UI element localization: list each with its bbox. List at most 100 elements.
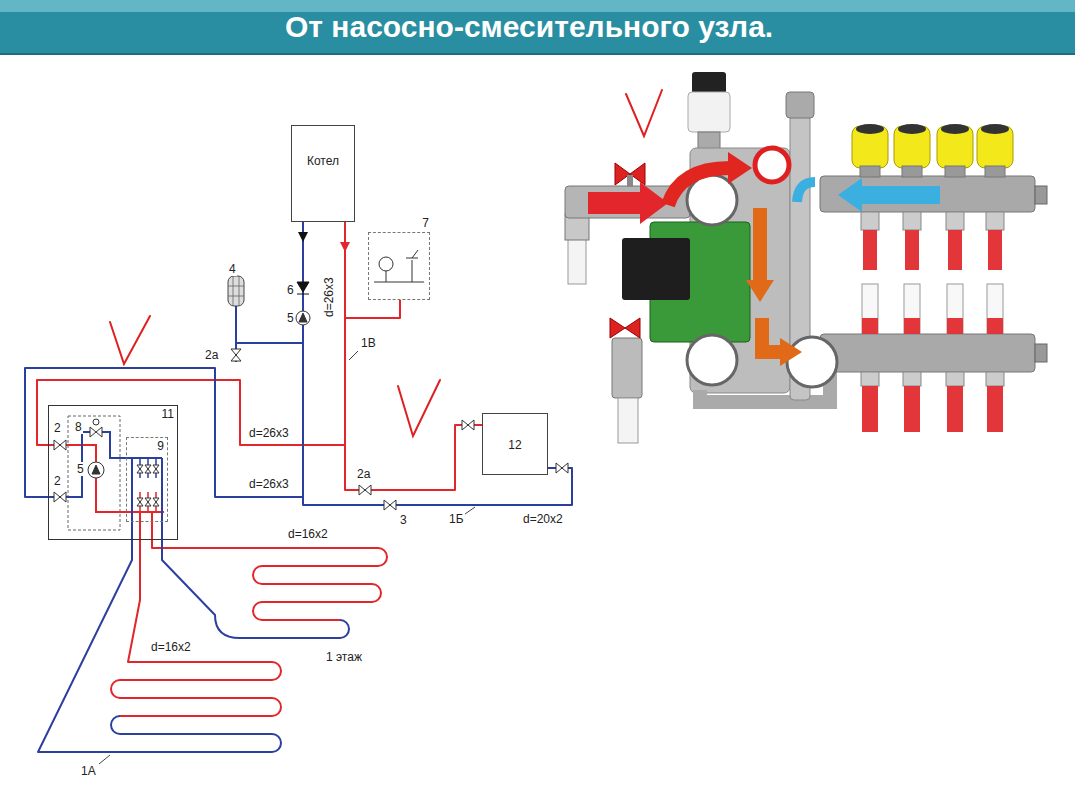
manifold-illustration: [565, 72, 1047, 443]
mixing-unit-pipes: [102, 432, 162, 458]
pipe-connector: [37, 222, 345, 445]
valve-symbol: [384, 500, 396, 510]
check-marks: [110, 316, 150, 364]
node-label: 11: [162, 407, 174, 421]
floor-heating-loops: [152, 512, 387, 620]
flow-arrow: [298, 232, 350, 252]
manifold-illustration: [787, 337, 837, 387]
manifold-illustration: [977, 124, 1013, 432]
floor-heating-loops: [38, 458, 281, 752]
node-label: 7: [422, 216, 429, 230]
manifold-illustration: [698, 132, 720, 150]
pump-symbol: [92, 465, 100, 474]
pump-symbol: [88, 462, 104, 478]
valve-symbol: [145, 498, 151, 506]
manifold-illustration: [852, 124, 888, 432]
check-valve-symbol: [297, 294, 309, 295]
pump-symbol: [88, 311, 310, 478]
node-label: Котел: [292, 154, 354, 168]
manifold-illustration: [668, 168, 730, 205]
manifold-illustration: [1035, 344, 1047, 362]
mixing-unit-pipes: [140, 492, 156, 512]
expansion-tank-pipe: [236, 306, 303, 343]
manifold-illustration: [746, 280, 774, 302]
manifold-illustration: [797, 182, 815, 202]
leader-lines: [349, 351, 358, 360]
pipe-connector: [25, 222, 303, 497]
callout-number: 6: [286, 283, 295, 297]
callout-number: 5: [286, 311, 295, 325]
manifold-illustration: [894, 124, 930, 432]
callout-number: 1А: [80, 764, 97, 778]
callout-number: 1В: [360, 336, 377, 350]
manifold-illustration: [692, 72, 726, 94]
valve-symbol: [462, 420, 474, 430]
check-marks: [398, 380, 440, 436]
callout-number: 2: [53, 474, 62, 488]
manifold-illustration: [838, 178, 940, 212]
manifold-illustration: [728, 152, 752, 184]
check-valve-symbol: [297, 282, 309, 294]
check-marks: [626, 90, 662, 136]
safety-group-box: 7: [368, 232, 430, 300]
mixing-unit-pipes: [48, 432, 90, 497]
valve-symbol: [54, 492, 66, 502]
manifold-illustration: [1035, 186, 1047, 204]
manifold-box: 9: [126, 437, 168, 522]
safety-group-symbols: [374, 250, 424, 282]
leader-lines: [465, 507, 475, 514]
manifold-illustration: [588, 182, 668, 224]
callout-number: 2а: [356, 467, 371, 481]
callout-number: 8: [74, 420, 83, 434]
valve-symbol: [93, 419, 99, 425]
floor-heating-loops: [111, 512, 281, 716]
valve-symbol: [359, 485, 371, 495]
floor-heating-loops: [162, 458, 349, 638]
node-label: 12: [483, 438, 547, 452]
valve-symbol: [153, 465, 159, 473]
title-banner: [0, 0, 1075, 55]
callout-number: 2: [53, 421, 62, 435]
floor-heating-loops: [38, 458, 387, 752]
callout-number: 3: [399, 513, 408, 527]
mixing-unit-box: 11 9: [48, 405, 178, 540]
flow-arrow: [340, 242, 350, 252]
valve-symbol: [54, 440, 66, 450]
manifold-illustration: [610, 318, 640, 338]
manifold-illustration: [627, 175, 633, 187]
callout-number: 2а: [204, 348, 219, 362]
radiator-box: 12: [482, 413, 548, 475]
manifold-illustration: [820, 176, 1035, 212]
floor-label: 1 этаж: [325, 650, 363, 664]
valve-symbol: [54, 349, 568, 510]
manifold-illustration: [755, 148, 789, 182]
dimension-label: d=16x2: [287, 527, 329, 541]
pump-symbol: [299, 313, 307, 322]
expansion-tank-pipe: [236, 306, 303, 362]
pipe-connector: [345, 222, 482, 490]
expansion-tank: [228, 276, 244, 306]
manifold-illustration: [753, 208, 767, 282]
title-banner: [0, 0, 1075, 55]
manifold-illustration: [786, 92, 814, 118]
valve-symbol: [231, 349, 241, 361]
valve-symbol: [145, 465, 151, 473]
manifold-illustration: [622, 238, 690, 300]
leader-lines: [99, 755, 110, 764]
safety-group-symbols: [386, 250, 418, 282]
manifold-illustration: [687, 335, 737, 385]
node-label: 9: [157, 439, 164, 453]
manifold-illustration: [612, 338, 642, 398]
safety-group-symbols: [374, 282, 424, 283]
title-banner: [0, 53, 1075, 55]
manifold-illustration: [618, 398, 638, 443]
mixing-unit-pipes: [48, 416, 164, 530]
manifold-illustration: [568, 238, 586, 284]
check-valve-symbol: [297, 282, 309, 292]
pipe-connector: [303, 222, 572, 505]
valve-symbol: [556, 463, 568, 473]
manifold-illustration: [937, 124, 973, 432]
safety-group-symbols: [379, 257, 393, 271]
